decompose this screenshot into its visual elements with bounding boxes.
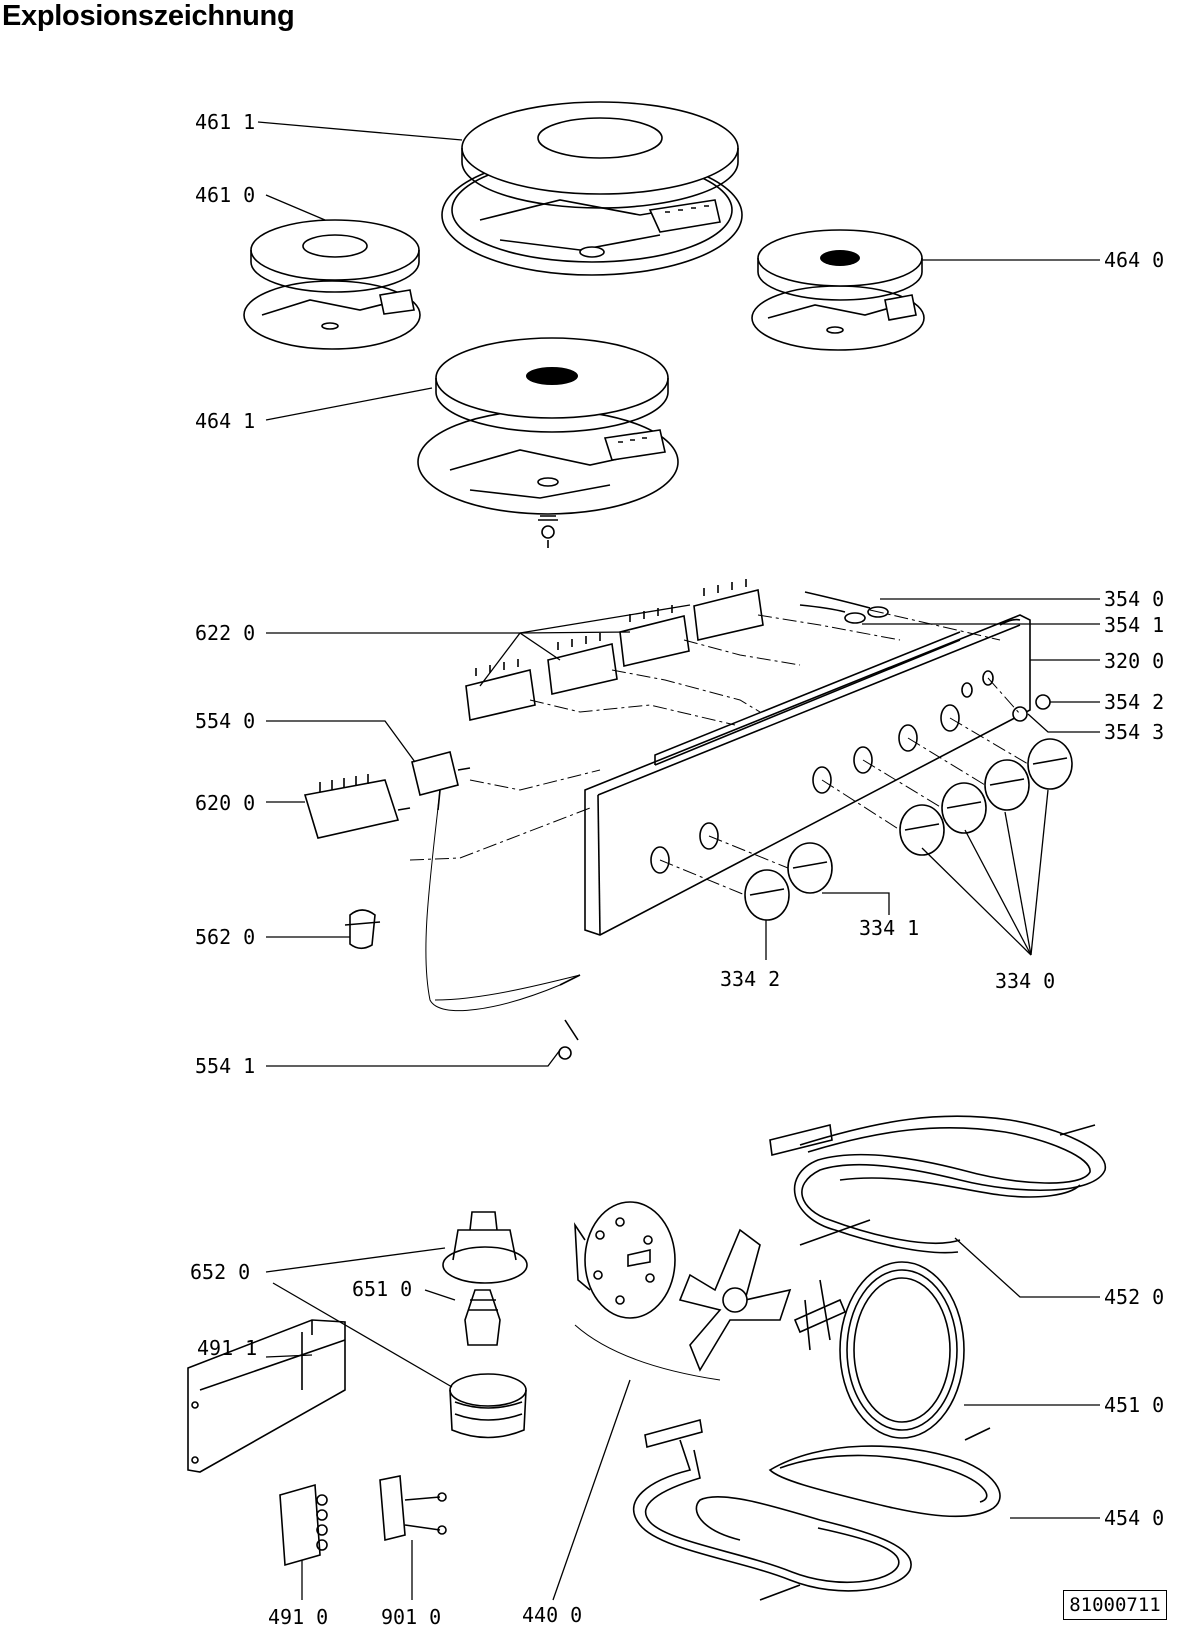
lamp-bulb-651-0 xyxy=(464,1289,501,1346)
hotplate-middle-464-1 xyxy=(417,337,679,548)
hotplate-small-461-0 xyxy=(243,219,421,350)
label-562-0: 562 0 xyxy=(195,925,255,949)
label-354-2: 354 2 xyxy=(1104,690,1164,714)
bracket-491-1 xyxy=(187,1319,346,1473)
label-461-0: 461 0 xyxy=(195,183,255,207)
label-320-0: 320 0 xyxy=(1104,649,1164,673)
label-354-3: 354 3 xyxy=(1104,720,1164,744)
selector-620-0 xyxy=(303,774,411,839)
label-464-0: 464 0 xyxy=(1104,248,1164,272)
heating-element-454-0 xyxy=(633,1418,1001,1601)
label-554-1: 554 1 xyxy=(195,1054,255,1078)
label-622-0: 622 0 xyxy=(195,621,255,645)
page-title: Explosionszeichnung xyxy=(2,0,295,32)
label-901-0: 901 0 xyxy=(381,1605,441,1628)
heating-element-451-0 xyxy=(793,1261,965,1439)
hotplate-right-464-0 xyxy=(751,229,925,351)
label-461-1: 461 1 xyxy=(195,110,255,134)
label-452-0: 452 0 xyxy=(1104,1285,1164,1309)
heating-element-452-0 xyxy=(769,1115,1106,1254)
label-354-0: 354 0 xyxy=(1104,587,1164,611)
label-451-0: 451 0 xyxy=(1104,1393,1164,1417)
leader-lines xyxy=(257,121,1100,1601)
label-554-0: 554 0 xyxy=(195,709,255,733)
part-labels: 461 1 461 0 464 0 464 1 354 0 354 1 320 … xyxy=(190,110,1164,1628)
fan-motor-440-0 xyxy=(574,1201,792,1381)
bracket-901-0 xyxy=(379,1475,447,1542)
label-651-0: 651 0 xyxy=(352,1277,412,1301)
label-354-1: 354 1 xyxy=(1104,613,1164,637)
hotplate-large-461-1 xyxy=(441,101,743,276)
label-491-0: 491 0 xyxy=(268,1605,328,1628)
label-620-0: 620 0 xyxy=(195,791,255,815)
assembly-lines xyxy=(409,609,1029,896)
clip-562-0 xyxy=(344,909,381,950)
thermostat-554-0 xyxy=(411,751,581,1060)
label-454-0: 454 0 xyxy=(1104,1506,1164,1530)
label-652-0: 652 0 xyxy=(190,1260,250,1284)
knobs-334 xyxy=(744,738,1073,921)
control-panel-320-0 xyxy=(584,614,1031,936)
label-464-1: 464 1 xyxy=(195,409,255,433)
terminal-block-491-0 xyxy=(279,1483,328,1567)
label-491-1: 491 1 xyxy=(197,1336,257,1360)
document-number: 81000711 xyxy=(1063,1590,1167,1620)
label-440-0: 440 0 xyxy=(522,1603,582,1627)
label-334-1: 334 1 xyxy=(859,916,919,940)
label-334-2: 334 2 xyxy=(720,967,780,991)
label-334-0: 334 0 xyxy=(995,969,1055,993)
lamp-holder-652-0 xyxy=(442,1211,528,1439)
